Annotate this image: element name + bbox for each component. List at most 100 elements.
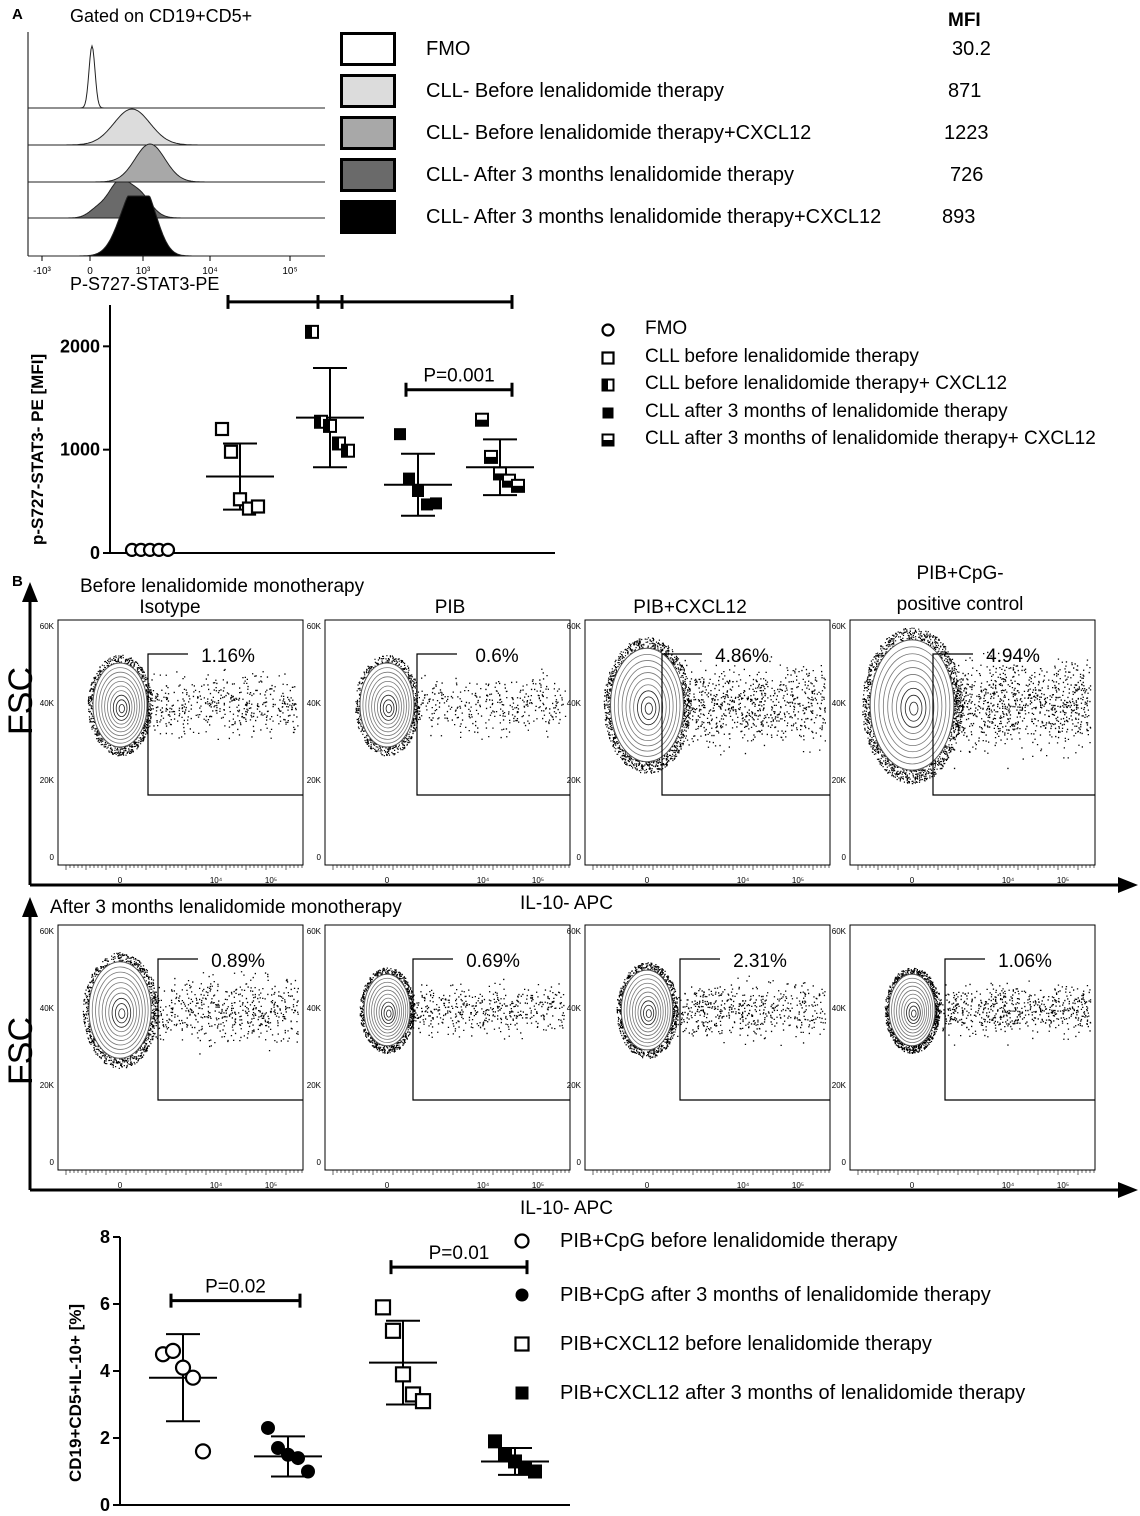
stat3-legend-marker [601,351,615,365]
flow-contour-line [104,680,138,733]
histogram-legend-mfi: 30.2 [952,38,991,60]
flow-x-tick-label: 10⁵ [265,876,277,885]
il10-y-tick-label: 4 [100,1361,110,1381]
flow-gate [412,958,570,1101]
histogram-x-tick-label: 10³ [136,266,151,277]
histogram-legend-mfi: 893 [942,206,976,228]
histogram-legend-swatch [340,32,396,66]
flow-x-tick-label: 10⁵ [532,1181,544,1190]
flow-gate-percent: 1.16% [201,646,255,667]
il10-y-tick-label: 0 [100,1495,110,1515]
flow-y-tick-label: 20K [567,1081,582,1090]
stat3-legend-marker [601,433,615,447]
histogram-legend-swatch [340,158,396,192]
il10-legend-marker [514,1233,530,1249]
flow-x-tick-label: 0 [385,1181,390,1190]
flow-cytometry-grid: 60K 40K 20K 0 0 10⁴ 10⁵ 1.16% 60K 40K 20K 0 0 10⁴ 10⁵ 0… [22,582,1138,1198]
histogram-x-axis-label: P-S727-STAT3-PE [70,274,220,294]
stat3-y-axis-label: p-S727-STAT3- PE [MFI] [28,353,47,545]
stat3-p-value: P=0.01 [385,295,446,299]
flow-y-tick-label: 0 [317,853,322,862]
mfi-header: MFI [948,10,981,31]
histogram-curve-2 [28,108,325,146]
histogram-legend-mfi: 871 [948,80,982,102]
flow-contour-line [109,690,133,725]
il10-legend-marker [514,1336,530,1352]
flow-y-tick-label: 0 [577,1158,582,1167]
flow-y-tick-label: 0 [842,853,847,862]
flow-y-tick-label: 60K [307,927,322,936]
flow-y-tick-label: 0 [50,1158,55,1167]
flow-y-tick-label: 40K [567,1004,582,1013]
flow-gate [932,653,1095,796]
stat3-point [412,485,424,497]
flow-row2-axes-arrows [22,897,1138,1198]
flow-contour-line [379,694,397,721]
flow-y-tick-label: 0 [317,1158,322,1167]
histogram-legend-swatch [340,116,396,150]
flow-contour-line [637,996,659,1029]
il10-y-axis-label: CD19+CD5+IL-10+ [%] [66,1303,85,1482]
flow-contour-line [896,680,931,734]
stat3-point [305,324,319,339]
flow-contour-line [374,685,402,729]
flow-y-tick-label: 0 [50,853,55,862]
histogram-legend-swatch [340,200,396,234]
flow-x-tick-label: 10⁵ [532,876,544,885]
flow-row1-x-label: IL-10- APC [520,893,613,914]
flow-contour-line [633,684,664,731]
flow-contour-line [368,676,407,736]
gate-label: Gated on CD19+CD5+ [70,6,253,26]
flow-x-tick-label: 10⁵ [1057,876,1069,885]
stat3-significance-bracket [316,295,514,309]
stat3-point [223,444,239,459]
flow-x-tick-label: 10⁴ [737,876,750,885]
flow-contour-line [118,704,125,714]
flow-contour-line [371,985,405,1037]
flow-population-contour [88,961,152,1059]
flow-gate [661,653,830,796]
flow-x-tick-label: 10⁴ [210,876,223,885]
il10-point [488,1434,502,1449]
flow-y-tick-label: 60K [40,622,55,631]
stat3-point [160,542,176,557]
stat3-legend-markers [601,323,615,447]
histogram-x-tick-label: 10⁴ [202,266,217,277]
flow-gate [147,653,303,796]
flow-scatter-events [930,980,1092,1046]
flow-gate-percent: 4.86% [715,646,769,667]
flow-plot-title-pib: PIB [434,597,466,618]
stat3-point [403,472,415,485]
histogram-x-tick-label: 10⁵ [282,266,297,277]
flow-y-tick-label: 40K [307,699,322,708]
stat3-point [430,497,442,510]
flow-population-contour [610,647,684,763]
flow-contour-line [373,989,402,1034]
flow-plot-title-pib-cpg-line1: PIB+CpG- [916,563,1004,584]
flow-contour-line [882,660,943,753]
il10-legend-markers [514,1233,530,1400]
flow-contour-line [365,671,410,740]
histogram-curve-5 [28,195,325,257]
stat3-p-value: P=0.008 [249,295,320,299]
il10-p-value: P=0.02 [205,1277,266,1298]
il10-point [414,1393,432,1410]
flow-y-tick-label: 60K [307,622,322,631]
flow-contour-line [362,667,412,744]
flow-gate [679,958,830,1101]
flow-gate-percent: 1.06% [998,951,1052,972]
flow-contour-line [386,1009,392,1018]
flow-contour-line [640,1000,657,1026]
flow-contour-line [878,653,947,759]
flow-y-tick-label: 20K [40,776,55,785]
histogram-legend-label: CLL- Before lenalidomide therapy [426,80,724,102]
flow-contour-line [903,997,923,1028]
flow-scatter-events [665,975,827,1046]
histogram-curve-1 [28,44,325,109]
il10-legend-label: PIB+CXCL12 before lenalidomide therapy [560,1333,932,1355]
